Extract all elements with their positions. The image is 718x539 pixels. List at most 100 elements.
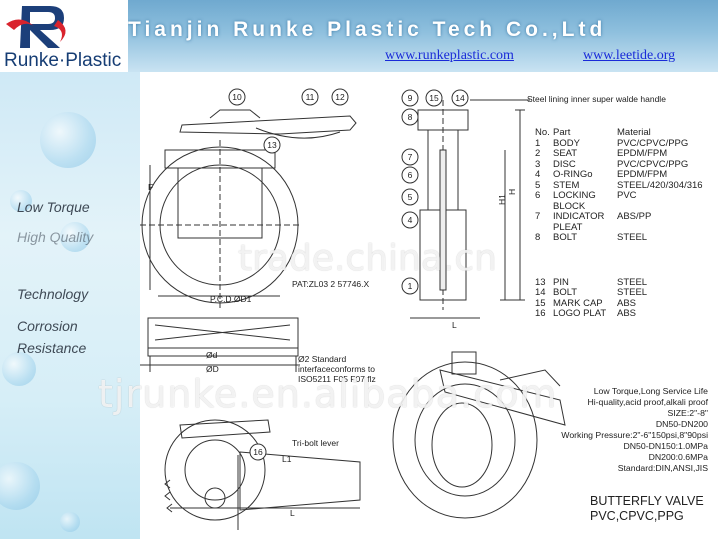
F-label: F <box>148 182 153 192</box>
cell-part: INDICATOR <box>553 211 605 222</box>
left-panel <box>0 72 140 539</box>
logo: Runke·Plastic <box>0 0 128 72</box>
patent-label: PAT:ZL03 2 57746.X <box>292 279 370 289</box>
bubble-decoration <box>2 352 36 386</box>
cell-part: LOCKING <box>553 190 596 201</box>
steel-lining-label: Steel lining inner super walde handle <box>527 94 666 104</box>
watermark-trade-china: trade.china.cn <box>238 238 497 279</box>
tribolt-label: Tri-bolt lever <box>292 438 339 448</box>
table-row: 6 LOCKING PVC <box>535 190 703 202</box>
feature-corrosion: Corrosion <box>17 318 78 334</box>
cell-part: MARK CAP <box>553 297 603 309</box>
spec-line: DN50-DN200 <box>655 419 708 429</box>
table-row: 4 O-RINGo EPDM/FPM <box>535 169 703 181</box>
standard-line-3: ISO5211 F05 F07 flz <box>298 374 376 384</box>
spec-line: Standard:DIN,ANSI,JIS <box>617 463 708 473</box>
cell-part: O-RINGo <box>553 169 593 180</box>
table-row: 3 DISC PVC/CPVC/PPG <box>535 158 703 171</box>
spec-line: Low Torque,Long Service Life <box>593 386 708 396</box>
spec-line: Working Pressure:2"-6"150psi,8"90psi <box>561 430 708 440</box>
cell-material: EPDM/FPM <box>617 169 668 180</box>
cell-no: 14 <box>535 287 546 298</box>
feature-low-torque: Low Torque <box>17 199 90 215</box>
table-row: 15 MARK CAP ABS <box>535 297 703 310</box>
spec-line: Hi-quality,acid proof,alkali proof <box>587 397 708 407</box>
balloon-label: 1 <box>408 281 413 291</box>
cell-no: 16 <box>535 308 546 319</box>
balloon-label: 12 <box>335 92 345 102</box>
cell-part: BODY <box>553 137 580 149</box>
balloon-label: 16 <box>253 447 263 457</box>
balloon-label: 15 <box>429 93 439 103</box>
standard-line-2: interfaceconforms to <box>298 364 375 374</box>
cell-part: BOLT <box>553 287 578 298</box>
cell-part: PLEAT <box>553 221 583 233</box>
feature-technology: Technology <box>17 286 89 302</box>
balloon-label: 5 <box>408 192 413 202</box>
cell-part: DISC <box>553 158 576 170</box>
spec-line: DN200:0.6MPa <box>648 452 708 462</box>
cell-no: 13 <box>535 276 546 288</box>
table-row: BLOCK <box>535 200 703 213</box>
header-part: Part <box>553 127 571 138</box>
bubble-decoration <box>40 112 96 168</box>
cell-part: LOGO PLAT <box>553 308 607 319</box>
balloon-label: 10 <box>232 92 242 102</box>
d-label: Ød <box>206 350 218 360</box>
cell-material: STEEL <box>617 276 648 288</box>
cell-no: 4 <box>535 169 541 180</box>
title-line-2: PVC,CPVC,PPG <box>590 509 684 523</box>
website-link-1[interactable]: www.runkeplastic.com <box>385 48 514 63</box>
table-row: 7 INDICATOR ABS/PP <box>535 211 703 223</box>
cell-no: 6 <box>535 190 541 201</box>
header-no: No. <box>535 127 550 138</box>
logo-text: Runke·Plastic <box>4 50 122 71</box>
cell-material: PVC/CPVC/PPG <box>617 137 689 149</box>
website-link-2[interactable]: www.leetide.org <box>583 48 676 63</box>
spec-line: SIZE:2"-8" <box>667 408 708 418</box>
cell-material: PVC <box>617 190 637 201</box>
cell-part: BLOCK <box>553 200 586 212</box>
cell-no: 8 <box>535 232 541 243</box>
cell-no: 1 <box>535 137 541 149</box>
L-label-section: L <box>452 320 457 330</box>
balloon-label: 4 <box>408 215 413 225</box>
cell-material: STEEL/420/304/316 <box>617 179 703 191</box>
title-line-1: BUTTERFLY VALVE <box>590 494 704 508</box>
cell-no: 7 <box>535 211 541 222</box>
watermark-tjrunke: tjrunke.en.alibaba.com <box>98 372 558 416</box>
balloon-label: 7 <box>408 152 413 162</box>
logo-mark-icon <box>6 6 66 48</box>
company-name: Tianjin Runke Plastic Tech Co.,Ltd <box>128 18 607 41</box>
bubble-decoration <box>10 190 32 212</box>
spec-block: Low Torque,Long Service Life Hi-quality,… <box>561 386 708 474</box>
balloon-label: 6 <box>408 170 413 180</box>
spec-line: DN50-DN150:1.0MPa <box>623 441 709 451</box>
cell-material: PVC/CPVC/PPG <box>617 158 689 170</box>
pcd-label: P.C.D.ØD1 <box>210 294 252 304</box>
table-row: 13 PIN STEEL <box>535 276 703 289</box>
cell-no: 15 <box>535 297 546 309</box>
H-label: H <box>507 189 517 195</box>
product-title: BUTTERFLY VALVE PVC,CPVC,PPG <box>590 494 704 524</box>
technical-drawing: 10 11 12 13 9 15 14 8 7 6 5 4 1 16 Steel… <box>140 88 666 530</box>
L-label: L <box>290 508 295 518</box>
cell-material: ABS/PP <box>617 211 652 222</box>
cell-no: 5 <box>535 179 541 191</box>
bubble-decoration <box>60 512 80 532</box>
bubble-decoration <box>60 222 90 252</box>
cell-part: PIN <box>553 276 569 288</box>
cell-material: EPDM/FPM <box>617 148 668 159</box>
cell-no: 3 <box>535 158 541 170</box>
cell-material: ABS <box>617 297 637 309</box>
table-row: PLEAT <box>535 221 703 234</box>
D-label: ØD <box>206 364 219 374</box>
cell-part: BOLT <box>553 232 578 243</box>
header-material: Material <box>617 127 651 138</box>
